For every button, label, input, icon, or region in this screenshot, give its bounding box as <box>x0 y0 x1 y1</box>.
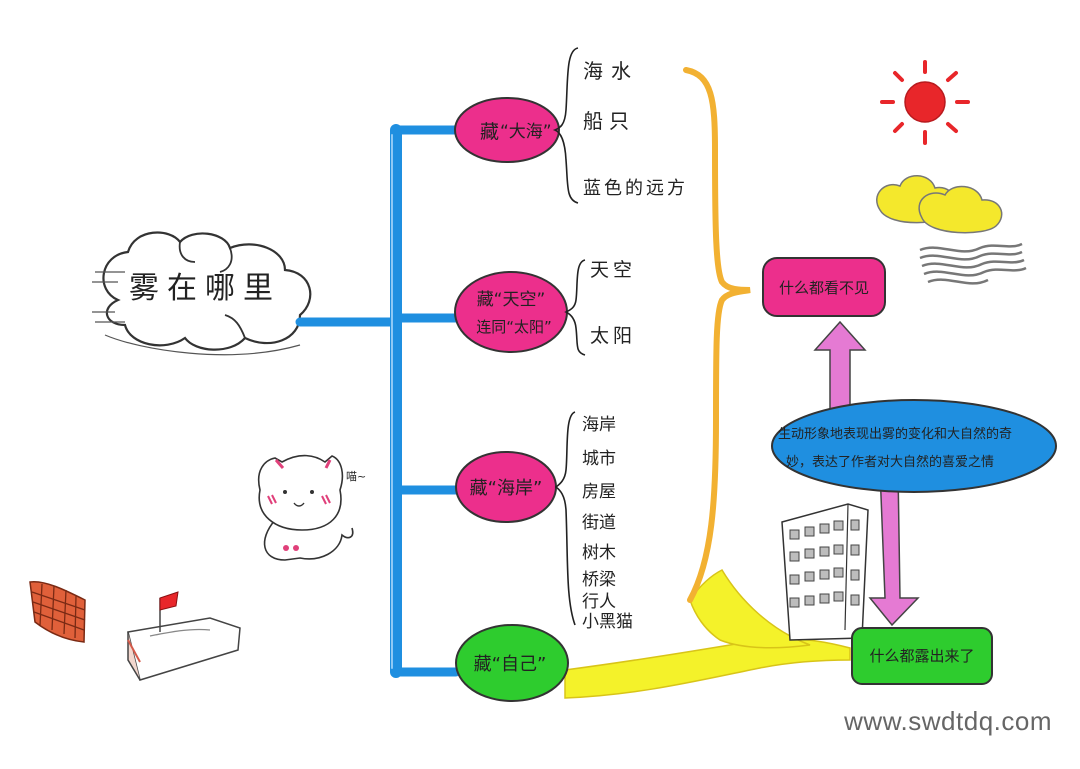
brace-shore <box>556 412 575 625</box>
node-hide-sky-label-1: 藏“天空” <box>477 290 546 310</box>
summary-line-2: 妙，表达了作者对大自然的喜爱之情 <box>786 454 994 470</box>
blue-branches <box>300 130 456 672</box>
node-hide-sky-label-2: 连同“太阳” <box>476 318 552 336</box>
building-drawing <box>782 504 868 640</box>
summary-oval: 生动形象地表现出雾的变化和大自然的奇 妙，表达了作者对大自然的喜爱之情 <box>772 400 1056 492</box>
cat-sound: 喵~ <box>346 470 366 483</box>
sky-items: 天空 太阳 <box>590 259 636 347</box>
brick-wall-drawing <box>30 582 85 642</box>
shore-item-7: 行人 <box>582 592 616 612</box>
cat-drawing: 喵~ <box>259 456 367 560</box>
sea-item-1: 海水 <box>583 59 639 83</box>
node-hide-shore-label: 藏“海岸” <box>470 478 543 499</box>
result-visible-label: 什么都露出来了 <box>869 647 974 665</box>
result-visible-node: 什么都露出来了 <box>852 628 992 684</box>
fog-waves-drawing <box>920 244 1026 283</box>
result-invisible-label: 什么都看不见 <box>779 279 869 297</box>
yellow-clouds-drawing <box>877 176 1002 233</box>
orange-brace <box>686 70 750 600</box>
sea-item-2: 船只 <box>583 109 635 133</box>
shore-item-3: 房屋 <box>582 482 616 502</box>
watermark: www.swdtdq.com <box>844 706 1052 737</box>
pink-arrow-up <box>815 322 865 410</box>
node-hide-self: 藏“自己” <box>456 625 568 701</box>
shore-item-8: 小黑猫 <box>582 612 633 632</box>
sea-item-3: 蓝色的远方 <box>583 178 688 199</box>
shore-item-5: 树木 <box>582 543 616 563</box>
shore-item-4: 街道 <box>582 513 616 533</box>
shore-item-1: 海岸 <box>582 415 616 435</box>
summary-line-1: 生动形象地表现出雾的变化和大自然的奇 <box>778 426 1012 442</box>
node-hide-sea-label-2: “大海” <box>500 122 552 142</box>
sun-drawing <box>882 62 968 143</box>
shore-item-6: 桥梁 <box>582 570 616 590</box>
sky-item-2: 太阳 <box>590 325 636 347</box>
node-hide-self-label: 藏“自己” <box>474 654 547 675</box>
sky-item-1: 天空 <box>590 259 636 281</box>
center-title: 雾在哪里 <box>129 271 281 306</box>
brace-sky <box>566 260 585 355</box>
pink-arrow-down <box>870 470 918 625</box>
result-invisible-node: 什么都看不见 <box>763 258 885 316</box>
node-hide-sky: 藏“天空” 连同“太阳” <box>455 272 567 352</box>
boat-drawing <box>128 592 240 680</box>
shore-item-2: 城市 <box>582 449 616 469</box>
sea-items: 海水 船只 蓝色的远方 <box>583 59 688 199</box>
node-hide-shore: 藏“海岸” <box>456 452 556 522</box>
node-hide-sea-label-1: 藏 <box>480 121 499 143</box>
node-hide-sea: 藏 “大海” <box>455 98 559 162</box>
shore-items: 海岸 城市 房屋 街道 树木 桥梁 行人 小黑猫 <box>582 415 633 632</box>
center-cloud: 雾在哪里 <box>92 233 310 355</box>
